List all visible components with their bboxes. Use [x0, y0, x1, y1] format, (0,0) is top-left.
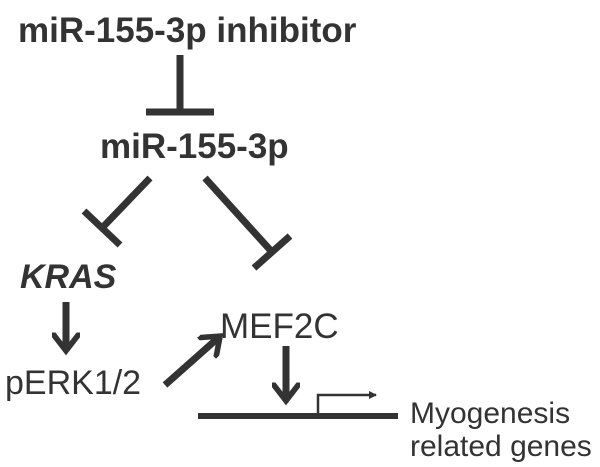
inhibition-mirna-to-mef2c: [202, 175, 293, 271]
perk-label: pERK1/2: [5, 364, 141, 402]
inhibition-mirna-to-kras: [81, 175, 153, 248]
inhibition-inhibitor-to-mirna: [146, 55, 214, 116]
transcription-start-arrow-icon: [316, 391, 377, 416]
kras-label: KRAS: [20, 258, 117, 296]
mirna-label: miR-155-3p: [100, 127, 289, 166]
genes-label-line2: related genes: [410, 430, 592, 463]
mef2c-label: MEF2C: [220, 307, 339, 346]
arrow-perk-to-mef2c: [162, 338, 218, 388]
genes-label-line1: Myogenesis: [410, 397, 570, 430]
inhibitor-label: miR-155-3p inhibitor: [18, 11, 357, 50]
